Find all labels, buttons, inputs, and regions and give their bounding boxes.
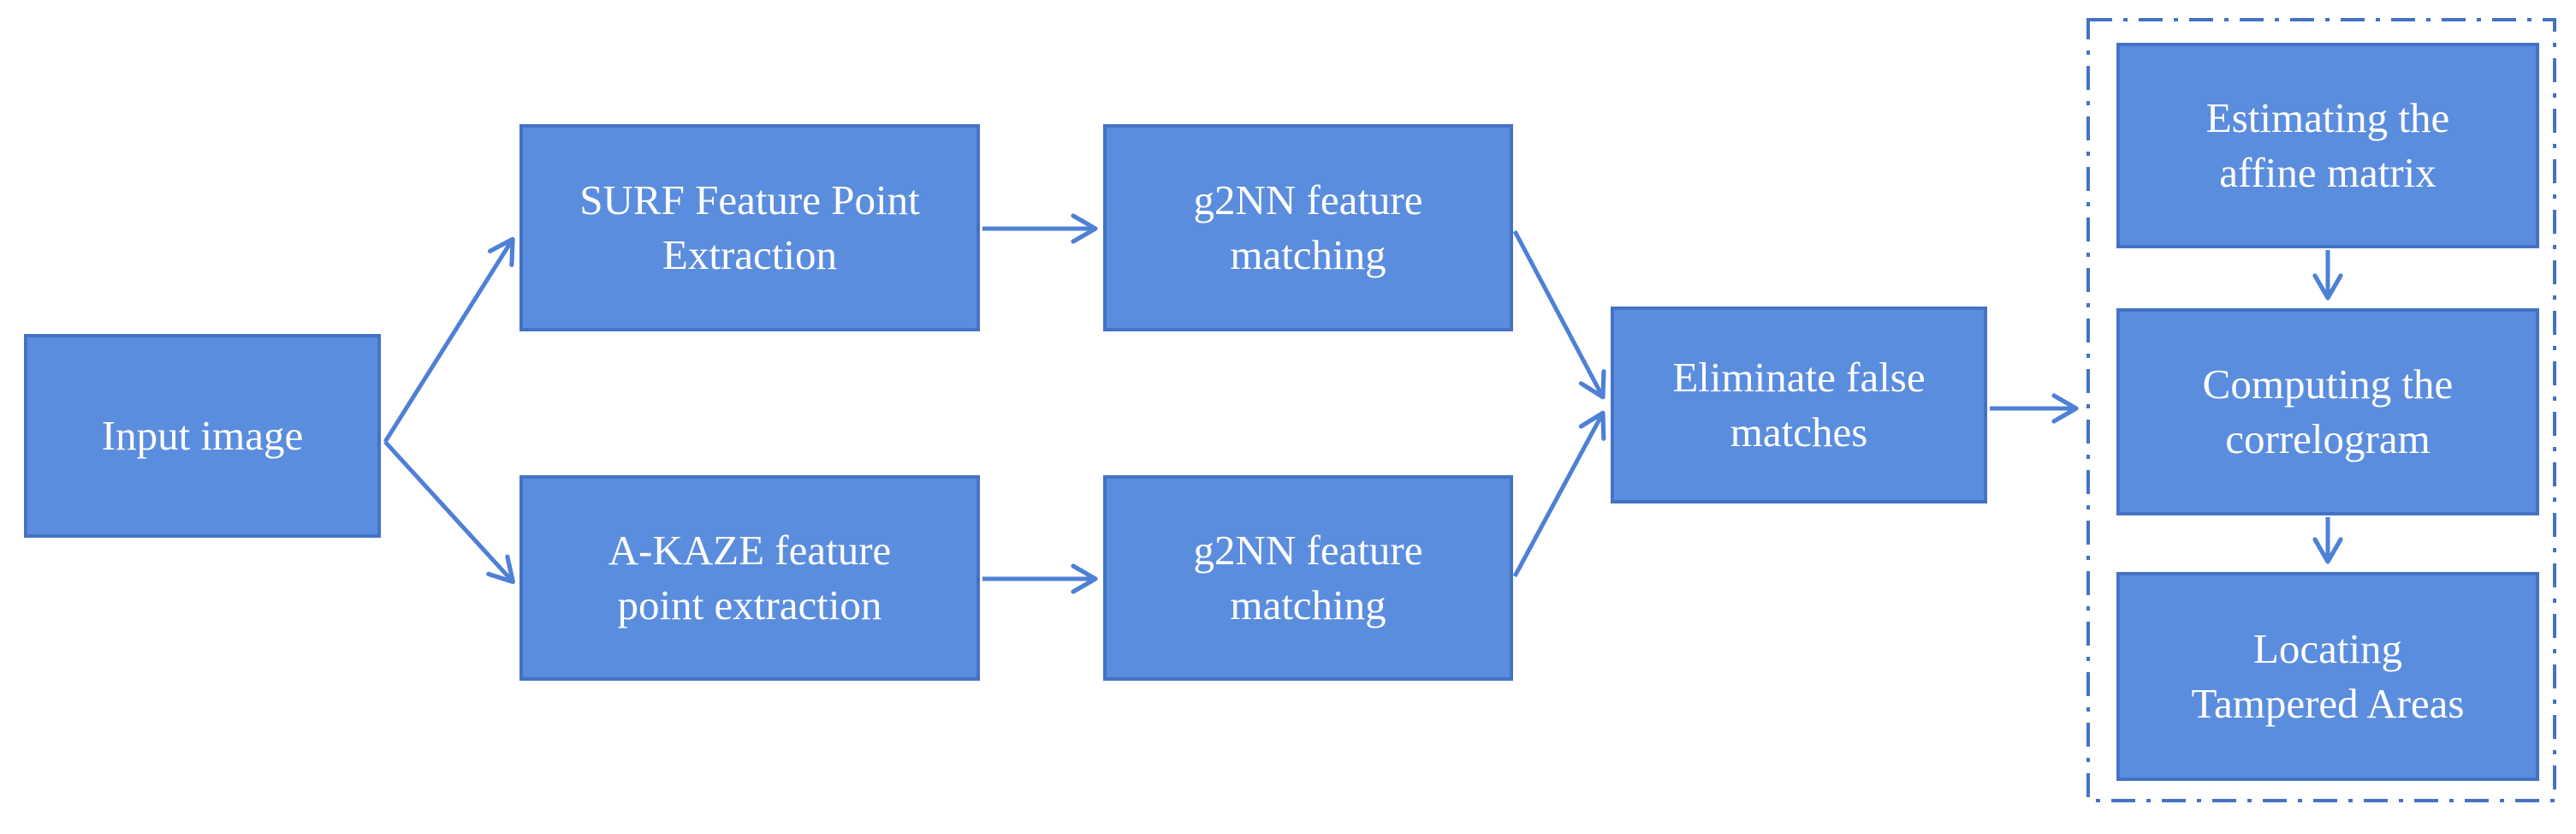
node-g2nn-feature-matching-bottom: g2NN feature matching: [1103, 475, 1513, 681]
node-surf-feature-point-extraction: SURF Feature Point Extraction: [519, 124, 980, 331]
node-computing-correlogram: Computing the correlogram: [2116, 308, 2539, 515]
node-input-image: Input image: [24, 334, 381, 538]
node-g2nn-feature-matching-top: g2NN feature matching: [1103, 124, 1513, 331]
arrow-input-to-akaze: [383, 440, 515, 585]
node-estimating-affine-matrix: Estimating the affine matrix: [2116, 43, 2539, 248]
node-eliminate-false-matches: Eliminate false matches: [1611, 307, 1987, 503]
node-locating-tampered-areas: Locating Tampered Areas: [2116, 572, 2539, 781]
arrow-g2nn-top-to-eliminate: [1512, 229, 1606, 400]
node-akaze-feature-point-extraction: A-KAZE feature point extraction: [519, 475, 980, 681]
dashed-group-border: [2086, 18, 2556, 802]
arrow-input-to-surf: [383, 236, 515, 444]
arrow-g2nn-bottom-to-eliminate: [1512, 410, 1606, 578]
